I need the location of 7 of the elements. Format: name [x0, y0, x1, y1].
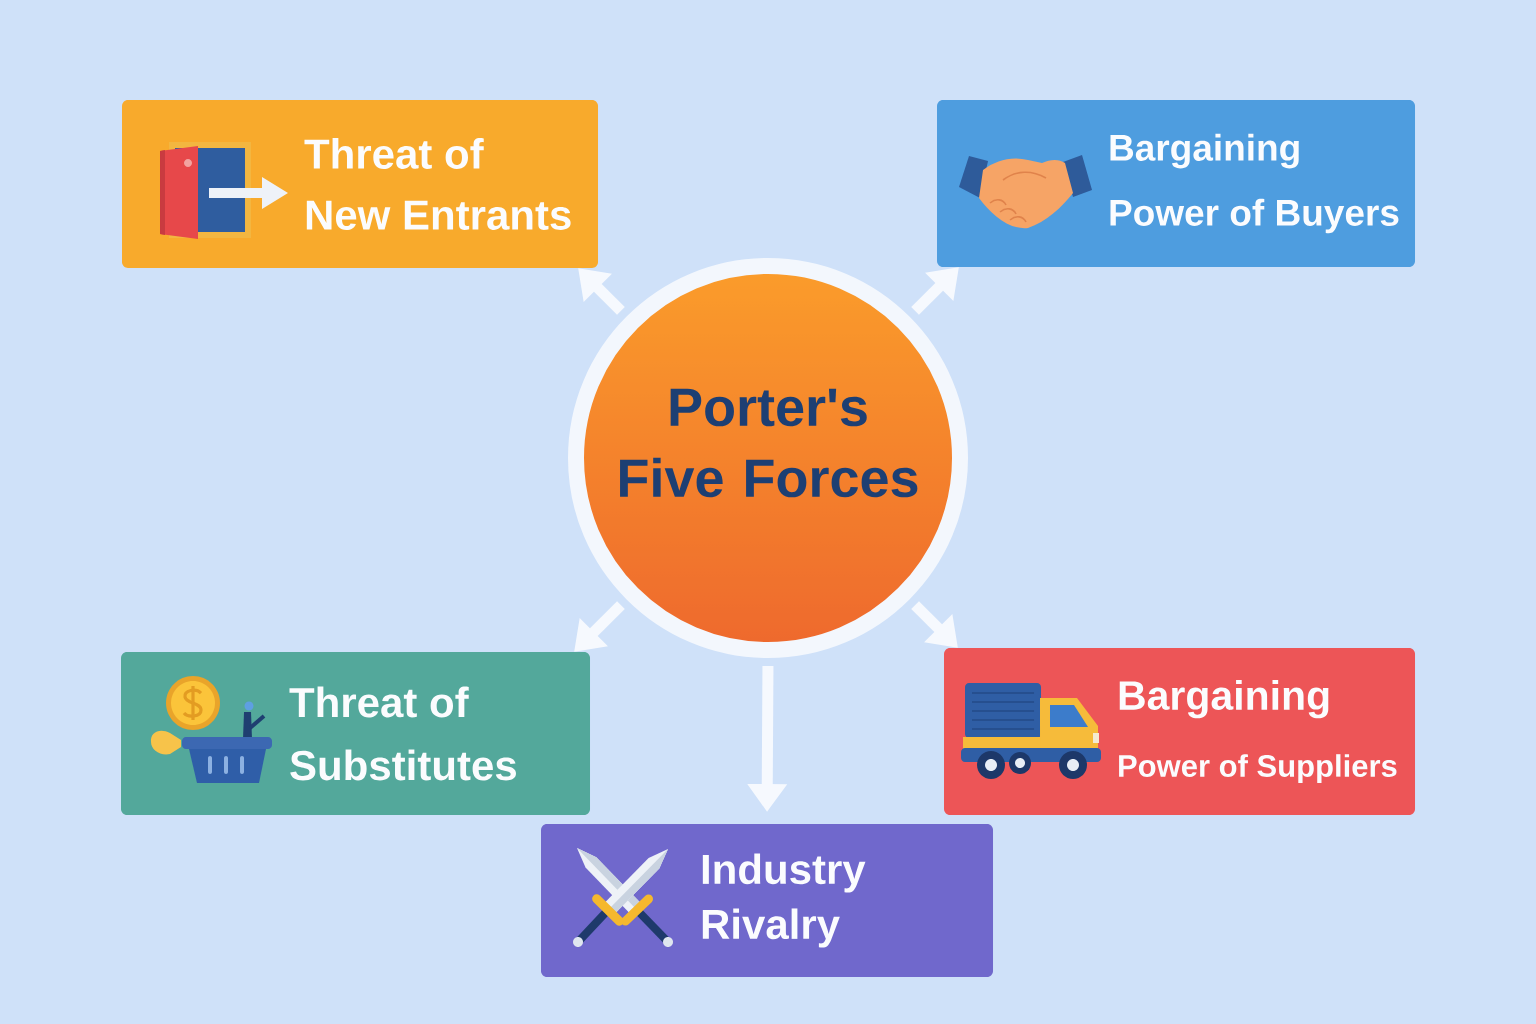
arrow [911, 601, 958, 648]
arrow [911, 267, 959, 315]
arrow [574, 601, 625, 652]
label-box: Threat of Substitutes [121, 652, 590, 815]
label-box: Bargaining Power of Buyers [937, 100, 1415, 267]
arrow [578, 268, 625, 315]
label-box: Industry Rivalry [541, 824, 993, 977]
